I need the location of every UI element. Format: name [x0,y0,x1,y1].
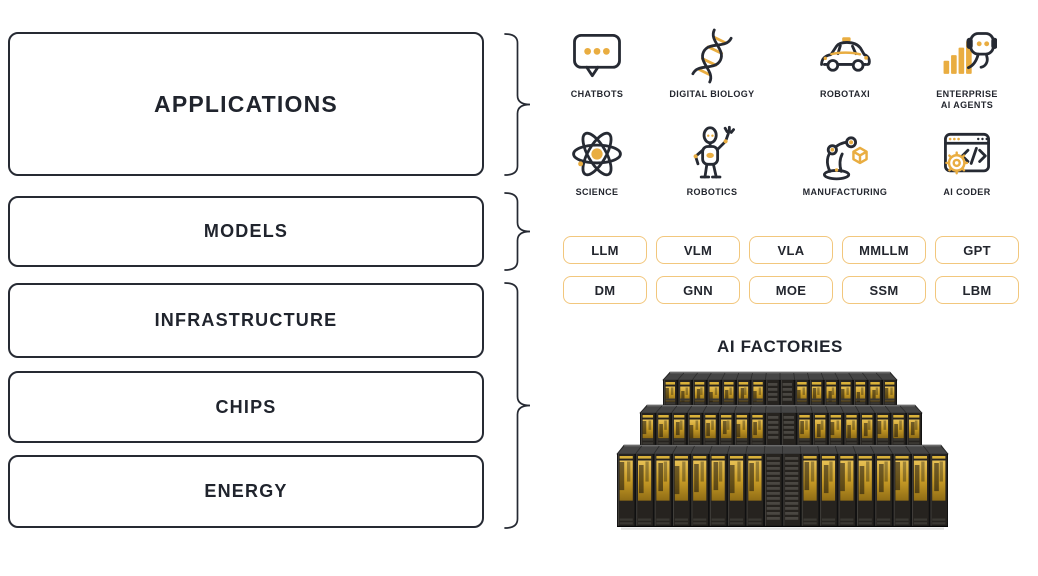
model-chip: MMLLM [842,236,926,264]
stack-box-label: ENERGY [204,481,288,501]
application-item: SCIENCE [538,124,656,198]
model-chip: LBM [935,276,1019,304]
chat-bubble-icon [567,26,627,86]
dna-icon [682,26,742,86]
application-item-label: DIGITAL BIOLOGY [669,89,755,99]
application-item-label: CHATBOTS [570,89,624,99]
server-racks-illustration [616,371,949,530]
ai-factories-title: AI FACTORIES [717,337,843,356]
application-item: CHATBOTS [538,26,656,100]
stack-box-models: MODELS [8,196,484,267]
application-item: ROBOTAXI [786,26,904,100]
stack-box-infrastructure: INFRASTRUCTURE [8,283,484,358]
stack-box-label: CHIPS [215,396,277,417]
model-chip: GNN [656,276,740,304]
application-item: DIGITAL BIOLOGY [653,26,771,100]
stack-box-label: APPLICATIONS [154,90,338,117]
stack-box-energy: ENERGY [8,455,484,528]
stack-box-chips: CHIPS [8,371,484,443]
application-item-label: MANUFACTURING [802,187,888,197]
application-item-label: ENTERPRISE AI AGENTS [936,89,998,110]
model-chip: LLM [563,236,647,264]
robot-arm-icon [815,124,875,184]
application-item: MANUFACTURING [786,124,904,198]
application-item: ROBOTICS [653,124,771,198]
model-chip: GPT [935,236,1019,264]
model-chip: VLM [656,236,740,264]
application-item-label: AI CODER [943,187,991,197]
application-item-label: ROBOTAXI [819,89,871,99]
application-item-label: SCIENCE [575,187,619,197]
robot-bar-chart-icon [937,26,997,86]
model-chip: SSM [842,276,926,304]
stack-box-label: INFRASTRUCTURE [154,310,338,330]
stack-box-label: MODELS [203,221,289,241]
application-item-label: ROBOTICS [686,187,738,197]
robotaxi-car-icon [815,26,875,86]
code-window-gear-icon [937,124,997,184]
application-item: AI CODER [908,124,1026,198]
application-item: ENTERPRISE AI AGENTS [908,26,1026,111]
model-chip: DM [563,276,647,304]
stack-box-applications: APPLICATIONS [8,32,484,176]
atom-icon [567,124,627,184]
model-chip: VLA [749,236,833,264]
model-chip: MOE [749,276,833,304]
humanoid-robot-icon [682,124,742,184]
